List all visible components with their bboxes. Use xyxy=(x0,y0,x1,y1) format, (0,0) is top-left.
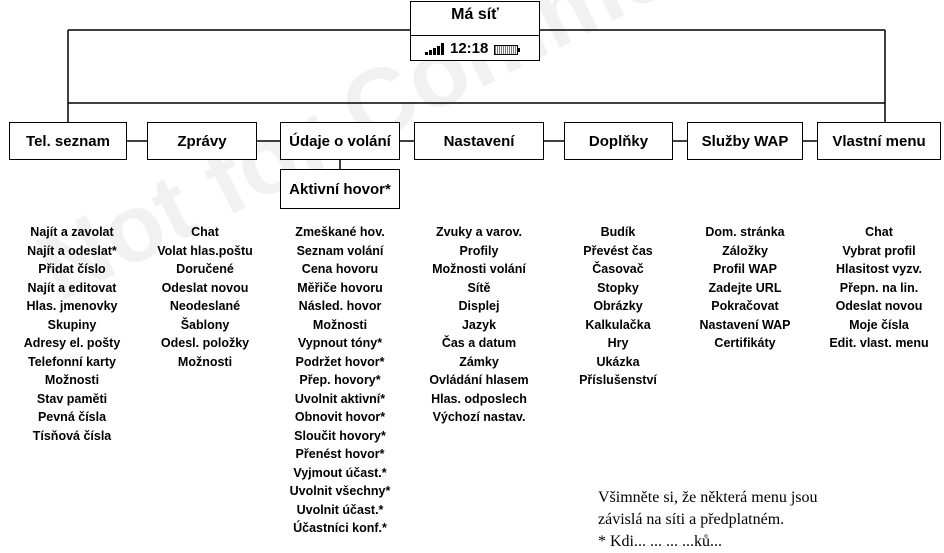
status-bar: 12:18 xyxy=(425,40,521,58)
list-item[interactable]: Možnosti xyxy=(44,373,100,387)
list-item[interactable]: Odeslat novou xyxy=(835,299,923,313)
list-item[interactable]: Doručené xyxy=(176,262,234,276)
list-item[interactable]: Nastavení WAP xyxy=(699,317,791,332)
list-item[interactable]: Záložky xyxy=(722,243,768,258)
list-item[interactable]: Příslušenství xyxy=(579,373,657,387)
list-item[interactable]: Adresy el. pošty xyxy=(23,336,121,350)
list-tel-seznam: Najít a zavolat Najít a odeslat* Přidat … xyxy=(24,223,121,445)
signal-bars-icon xyxy=(425,43,444,55)
list-item[interactable]: Certifikáty xyxy=(714,336,776,350)
list-item[interactable]: Možnosti volání xyxy=(432,262,526,276)
network-name: Má síť xyxy=(451,6,499,23)
list-item[interactable]: Přepn. na lin. xyxy=(839,280,919,295)
list-item[interactable]: Chat xyxy=(191,225,219,239)
list-item[interactable]: Sítě xyxy=(467,280,491,295)
list-item[interactable]: Hry xyxy=(607,336,629,350)
list-item[interactable]: Ukázka xyxy=(596,354,640,369)
list-item[interactable]: Výchozí nastav. xyxy=(432,410,526,424)
phone-display: Má síť 12:18 xyxy=(410,1,540,61)
list-item[interactable]: Vybrat profil xyxy=(842,243,916,258)
menu-tel-seznam[interactable]: Tel. seznam xyxy=(9,122,127,160)
list-item[interactable]: Obnovit hovor* xyxy=(294,410,386,424)
list-item[interactable]: Edit. vlast. menu xyxy=(829,336,929,350)
list-item[interactable]: Najít a odeslat* xyxy=(27,243,117,258)
list-item[interactable]: Šablony xyxy=(180,317,230,332)
clock-time: 12:18 xyxy=(450,40,489,57)
list-item[interactable]: Vypnout tóny* xyxy=(297,336,383,350)
footnote-line: závislá na síti a předplatném. xyxy=(598,511,785,528)
list-item[interactable]: Převést čas xyxy=(583,243,653,258)
battery-icon xyxy=(494,45,521,55)
list-item[interactable]: Pevná čísla xyxy=(37,410,107,424)
footnote: Všimněte si, že některá menu jsou závisl… xyxy=(598,487,938,553)
list-item[interactable]: Zámky xyxy=(459,354,499,369)
list-item[interactable]: Měřiče hovoru xyxy=(297,280,383,295)
menu-udaje-o-volani[interactable]: Údaje o volání xyxy=(280,122,400,160)
list-udaje-o-volani: Zmeškané hov. Seznam volání Cena hovoru … xyxy=(290,223,391,538)
connector-lines xyxy=(67,29,886,169)
list-sluzby-wap: Dom. stránka Záložky Profil WAP Zadejte … xyxy=(699,223,790,353)
list-item[interactable]: Odesl. položky xyxy=(160,336,250,350)
list-item[interactable]: Uvolnit účast.* xyxy=(296,502,384,517)
list-item[interactable]: Moje čísla xyxy=(849,317,909,332)
list-item[interactable]: Hlasitost vyzv. xyxy=(836,262,922,276)
display-divider xyxy=(411,35,539,36)
list-item[interactable]: Hlas. odposlech xyxy=(431,391,527,406)
list-zpravy: Chat Volat hlas.poštu Doručené Odeslat n… xyxy=(157,223,253,371)
list-nastaveni: Zvuky a varov. Profily Možnosti volání S… xyxy=(429,223,528,427)
list-item[interactable]: Skupiny xyxy=(47,317,97,332)
list-item[interactable]: Obrázky xyxy=(593,299,643,313)
menu-sluzby-wap[interactable]: Služby WAP xyxy=(687,122,803,160)
list-item[interactable]: Zvuky a varov. xyxy=(436,225,522,239)
list-item[interactable]: Dom. stránka xyxy=(705,225,785,239)
list-item[interactable]: Neodeslané xyxy=(169,299,241,313)
list-item[interactable]: Jazyk xyxy=(461,317,497,332)
list-item[interactable]: Uvolnit aktivní* xyxy=(294,391,386,406)
list-item[interactable]: Přenést hovor* xyxy=(295,447,385,461)
list-item[interactable]: Možnosti xyxy=(312,317,368,332)
list-item[interactable]: Možnosti xyxy=(177,354,233,369)
submenu-aktivni-hovor[interactable]: Aktivní hovor* xyxy=(280,169,400,209)
list-item[interactable]: Přidat číslo xyxy=(38,262,106,276)
footnote-line: * Kdi... ... ... ...ků... xyxy=(598,533,722,550)
list-item[interactable]: Vyjmout účast.* xyxy=(293,465,387,480)
list-item[interactable]: Násled. hovor xyxy=(298,299,382,313)
footnote-line: Všimněte si, že některá menu jsou xyxy=(598,489,818,506)
list-item[interactable]: Stopky xyxy=(597,280,639,295)
list-item[interactable]: Stav paměti xyxy=(36,391,108,406)
list-item[interactable]: Podržet hovor* xyxy=(295,354,385,369)
list-doplnky: Budík Převést čas Časovač Stopky Obrázky… xyxy=(579,223,657,390)
list-item[interactable]: Chat xyxy=(865,225,893,239)
list-item[interactable]: Displej xyxy=(458,299,500,313)
list-item[interactable]: Ovládání hlasem xyxy=(429,373,529,387)
list-item[interactable]: Profil WAP xyxy=(713,262,777,276)
list-item[interactable]: Sloučit hovory* xyxy=(294,428,386,443)
list-item[interactable]: Profily xyxy=(459,243,499,258)
list-item[interactable]: Kalkulačka xyxy=(585,317,651,332)
list-item[interactable]: Časovač xyxy=(592,262,644,276)
list-item[interactable]: Čas a datum xyxy=(441,336,517,350)
list-item[interactable]: Tísňová čísla xyxy=(32,428,112,443)
list-item[interactable]: Zmeškané hov. xyxy=(295,225,385,239)
list-item[interactable]: Telefonní karty xyxy=(28,354,116,369)
list-item[interactable]: Pokračovat xyxy=(711,299,779,313)
list-item[interactable]: Budík xyxy=(600,225,636,239)
list-item[interactable]: Odeslat novou xyxy=(161,280,249,295)
list-item[interactable]: Najít a editovat xyxy=(27,280,117,295)
list-item[interactable]: Najít a zavolat xyxy=(30,225,114,239)
list-item[interactable]: Volat hlas.poštu xyxy=(157,243,253,258)
list-item[interactable]: Přep. hovory* xyxy=(299,373,381,387)
menu-doplnky[interactable]: Doplňky xyxy=(564,122,673,160)
list-item[interactable]: Cena hovoru xyxy=(301,262,379,276)
list-item[interactable]: Uvolnit všechny* xyxy=(289,484,391,498)
menu-zpravy[interactable]: Zprávy xyxy=(147,122,257,160)
list-vlastni-menu: Chat Vybrat profil Hlasitost vyzv. Přepn… xyxy=(829,223,928,353)
list-item[interactable]: Zadejte URL xyxy=(708,280,782,295)
menu-nastaveni[interactable]: Nastavení xyxy=(414,122,544,160)
menu-vlastni-menu[interactable]: Vlastní menu xyxy=(817,122,941,160)
list-item[interactable]: Hlas. jmenovky xyxy=(26,299,118,313)
list-item[interactable]: Účastníci konf.* xyxy=(293,521,387,535)
list-item[interactable]: Seznam volání xyxy=(296,243,384,258)
